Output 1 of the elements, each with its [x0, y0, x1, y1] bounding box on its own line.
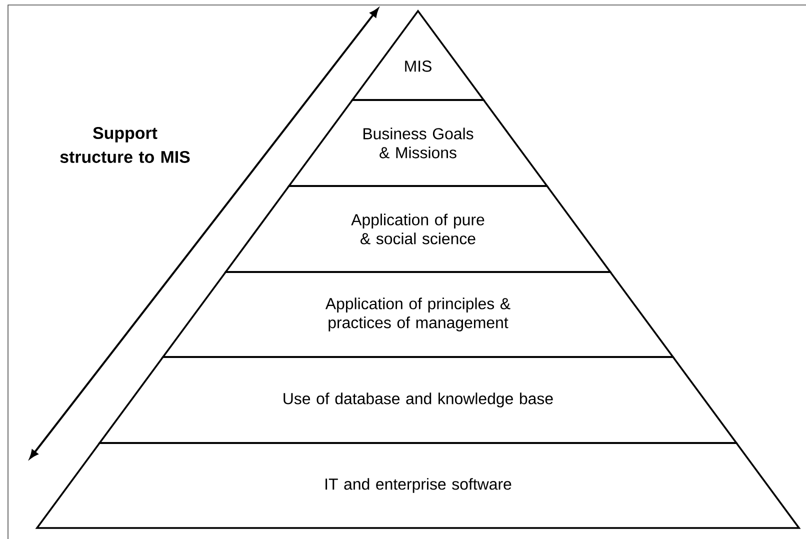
side-label: Support structure to MIS [60, 127, 190, 163]
